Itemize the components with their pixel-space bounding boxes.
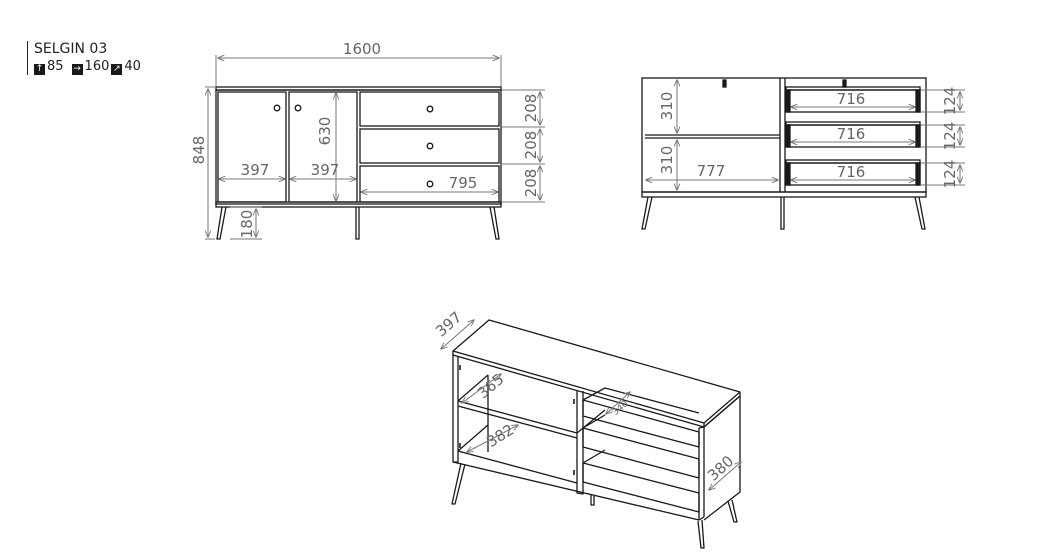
height-value: 85	[47, 59, 64, 74]
label-door-height: 630	[316, 117, 334, 146]
drawer-1	[359, 91, 500, 127]
open-view	[641, 77, 927, 230]
iso-dimensions	[441, 320, 741, 490]
arrow-up-icon: ↑	[34, 64, 45, 75]
open-leg-left	[641, 196, 653, 230]
label-leg-height: 180	[238, 210, 256, 239]
iso-drawer-2	[582, 414, 700, 479]
label-iso-shelf-top: 365	[474, 370, 508, 402]
label-drawer-inner-3: 716	[837, 163, 866, 181]
dim-iso-shelf-bottom	[467, 425, 518, 452]
arrow-right-icon: →	[71, 64, 83, 75]
label-iso-side: 380	[704, 452, 737, 485]
iso-hinges	[459, 365, 575, 475]
dim-iso-side	[709, 462, 741, 490]
label-drawer-1-height: 208	[522, 94, 540, 123]
iso-leg-front-right	[697, 519, 705, 549]
drawer-2	[359, 128, 500, 164]
open-base	[641, 191, 927, 198]
right-door-knob	[294, 104, 302, 112]
label-total-height: 848	[190, 136, 208, 165]
product-header: SELGIN 03 ↑85 →160↗40	[27, 41, 141, 75]
product-title: SELGIN 03	[34, 41, 108, 57]
dim-iso-shelf-top	[462, 374, 501, 403]
left-door-knob	[273, 104, 281, 112]
front-leg-left	[216, 206, 227, 240]
label-iso-depth: 397	[432, 308, 465, 340]
label-compartment-width: 777	[697, 162, 726, 180]
open-leg-middle	[780, 197, 785, 230]
front-body	[215, 89, 502, 205]
drawer-3-knob	[426, 180, 434, 188]
iso-drawer-3	[582, 449, 700, 513]
front-leg-right	[489, 206, 500, 240]
label-drawer-inner-height-3: 124	[941, 160, 959, 189]
iso-front-bottom	[452, 461, 705, 521]
front-labels: 1600 848 397 397 630 795 208 208 208 180	[190, 40, 540, 238]
open-leg-right	[914, 196, 926, 230]
iso-front-right	[698, 426, 705, 520]
iso-leg-back-right	[727, 499, 738, 523]
depth-value: 40	[124, 59, 141, 74]
hinge-mark-2	[842, 79, 847, 88]
iso-right-side	[703, 395, 741, 521]
label-total-width: 1600	[343, 40, 381, 58]
label-drawer-inner-2: 716	[837, 125, 866, 143]
left-door	[217, 91, 287, 203]
iso-drawer-1	[582, 387, 700, 448]
iso-shelf-upper	[457, 374, 606, 439]
arrow-diagonal-icon: ↗	[111, 64, 123, 75]
front-dimensions	[205, 55, 545, 240]
label-drawer-3-height: 208	[522, 169, 540, 198]
drawer-2-knob	[426, 142, 434, 150]
label-drawer-2-height: 208	[522, 131, 540, 160]
right-door	[288, 91, 358, 203]
drawer-3	[359, 165, 500, 203]
label-drawer-inner-height-1: 124	[941, 87, 959, 116]
label-shelf-bottom-height: 310	[658, 146, 676, 175]
front-view	[215, 86, 502, 240]
iso-leg-middle	[590, 495, 595, 506]
width-value: 160	[84, 59, 110, 74]
dim-iso-depth	[441, 320, 474, 349]
label-drawer-inner-height-2: 124	[941, 122, 959, 151]
dim-iso-drawer	[606, 392, 630, 414]
iso-leg-front-left	[451, 462, 466, 505]
label-shelf-top-height: 310	[658, 92, 676, 121]
open-dimensions	[646, 80, 965, 190]
iso-divider	[576, 390, 584, 495]
open-labels: 310 310 777 716 716 716 124 124 124	[658, 87, 959, 189]
iso-labels: 397 365 382 340 380	[432, 308, 737, 485]
label-drawer-inner-1: 716	[837, 90, 866, 108]
dimension-summary: ↑85 →160↗40	[34, 58, 141, 75]
iso-front-left	[452, 355, 459, 463]
label-drawer-width: 795	[449, 174, 478, 192]
front-leg-middle	[355, 207, 360, 240]
label-right-door-width: 397	[311, 161, 340, 179]
drawer-1-knob	[426, 105, 434, 113]
label-left-door-width: 397	[241, 161, 270, 179]
hinge-mark	[722, 79, 727, 88]
